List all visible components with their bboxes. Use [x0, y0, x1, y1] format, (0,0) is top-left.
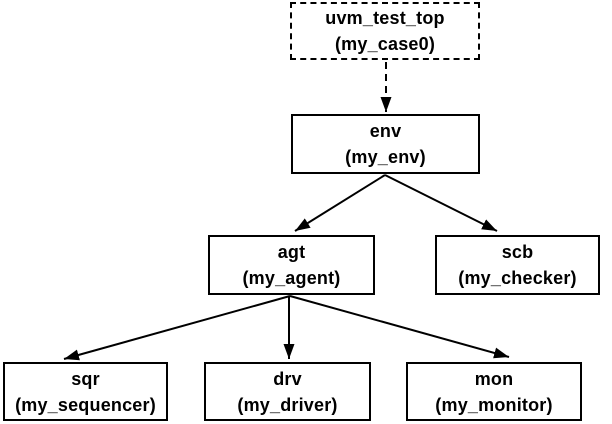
- node-uvm-test-top: uvm_test_top (my_case0): [290, 2, 480, 60]
- node-env-name: env: [369, 121, 402, 141]
- node-env-instance: (my_env): [345, 147, 426, 167]
- node-drv-name: drv: [273, 368, 302, 389]
- node-mon-instance: (my_monitor): [435, 394, 553, 415]
- node-mon: mon (my_monitor): [406, 362, 582, 421]
- edge-agt-to-sqr: [63, 295, 291, 361]
- node-sqr: sqr (my_sequencer): [3, 362, 168, 421]
- edge-env-to-scb: [384, 174, 498, 232]
- node-drv-instance: (my_driver): [237, 394, 338, 415]
- node-scb-name: scb: [501, 242, 534, 262]
- node-agt-instance: (my_agent): [242, 268, 341, 288]
- node-scb-instance: (my_checker): [458, 268, 577, 288]
- node-sqr-name: sqr: [71, 368, 100, 389]
- edge-agt-to-mon: [289, 295, 510, 359]
- edge-env-to-agt: [294, 174, 386, 232]
- node-agt-name: agt: [277, 242, 306, 262]
- node-uvm-test-top-name: uvm_test_top: [325, 8, 445, 28]
- node-env: env (my_env): [291, 114, 480, 174]
- node-uvm-test-top-instance: (my_case0): [334, 34, 436, 54]
- node-scb: scb (my_checker): [435, 235, 600, 295]
- node-mon-name: mon: [474, 368, 514, 389]
- node-agt: agt (my_agent): [208, 235, 375, 295]
- node-drv: drv (my_driver): [204, 362, 371, 421]
- node-sqr-instance: (my_sequencer): [15, 394, 156, 415]
